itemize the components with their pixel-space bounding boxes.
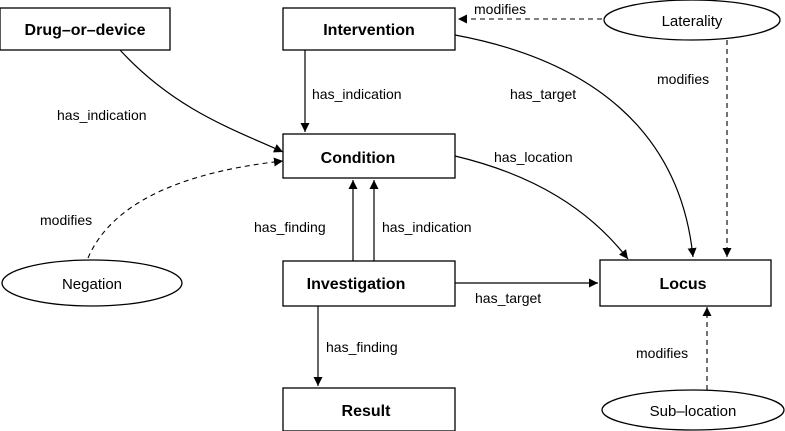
node-intervention: Intervention (282, 7, 456, 51)
node-sub-location: Sub–location (601, 389, 785, 431)
edge-label-negation-condition: modifies (40, 212, 92, 228)
edge-intervention-locus (454, 34, 697, 258)
node-label-sub-location: Sub–location (650, 403, 737, 420)
node-negation: Negation (1, 259, 183, 307)
edge-label-intervention-locus: has_target (510, 86, 576, 102)
edge-label-investigation-result: has_finding (326, 339, 398, 355)
edge-label-laterality-locus: modifies (657, 71, 709, 87)
node-label-negation: Negation (62, 276, 122, 293)
node-label-intervention: Intervention (323, 22, 415, 39)
node-drug-or-device: Drug–or–device (0, 7, 171, 51)
node-label-drug-or-device: Drug–or–device (25, 22, 146, 39)
edge-label-intervention-condition: has_indication (312, 86, 402, 102)
node-locus: Locus (599, 259, 772, 307)
edge-label-condition-locus: has_location (494, 149, 573, 165)
node-result: Result (282, 387, 456, 431)
node-label-laterality: Laterality (662, 13, 723, 30)
edge-label-investigation-indication-condition: has_indication (382, 219, 472, 235)
node-label-locus: Locus (659, 276, 706, 293)
edge-drug-condition (119, 49, 284, 153)
node-condition: Condition (282, 133, 456, 179)
edge-label-drug-condition: has_indication (57, 107, 147, 123)
edge-label-sublocation-locus: modifies (636, 345, 688, 361)
node-investigation: Investigation (282, 260, 456, 307)
edge-condition-locus (454, 155, 629, 260)
node-label-condition: Condition (321, 150, 396, 167)
edge-label-laterality-intervention: modifies (474, 1, 526, 17)
node-label-result: Result (342, 403, 392, 420)
edge-label-investigation-locus: has_target (475, 290, 541, 306)
node-laterality: Laterality (603, 0, 781, 41)
edge-negation-condition (87, 157, 284, 259)
edge-label-investigation-finding-condition: has_finding (254, 219, 326, 235)
node-label-investigation: Investigation (307, 276, 406, 293)
